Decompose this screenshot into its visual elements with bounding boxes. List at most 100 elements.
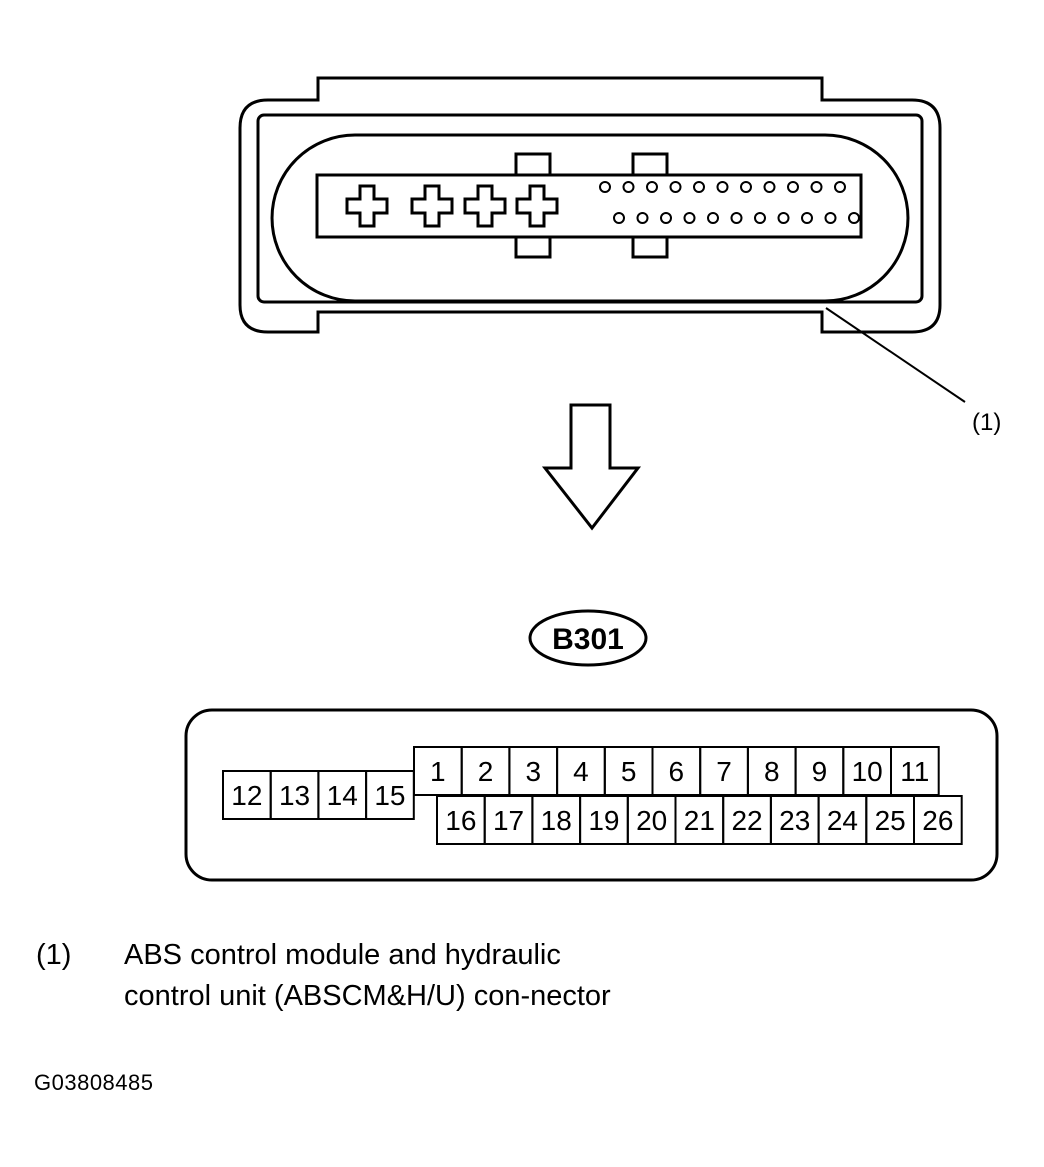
pin-cell: 6 bbox=[651, 746, 702, 796]
connector-id-badge: B301 bbox=[528, 609, 648, 667]
pin-cell: 21 bbox=[674, 795, 725, 845]
power-terminal-icon bbox=[463, 184, 507, 228]
pin-number: 19 bbox=[588, 805, 619, 836]
pin-number: 23 bbox=[779, 805, 810, 836]
pin-number: 5 bbox=[621, 756, 637, 787]
pin-number: 15 bbox=[374, 780, 405, 811]
legend-number: (1) bbox=[36, 939, 72, 971]
pin-number: 10 bbox=[852, 756, 883, 787]
pin-number: 20 bbox=[636, 805, 667, 836]
pin-number: 22 bbox=[731, 805, 762, 836]
pin-cell: 10 bbox=[842, 746, 892, 796]
signal-pin bbox=[636, 212, 649, 224]
signal-pin bbox=[834, 181, 846, 193]
pin-cell: 20 bbox=[626, 795, 677, 845]
down-arrow bbox=[541, 403, 642, 531]
power-terminal-icon bbox=[410, 184, 454, 228]
pin-cell: 24 bbox=[817, 795, 868, 845]
legend-text: ABS control module and hydraulic control… bbox=[124, 939, 611, 1012]
pin-cell: 8 bbox=[746, 746, 797, 796]
connector-housing bbox=[238, 76, 942, 334]
pin-number: 24 bbox=[827, 805, 858, 836]
signal-pin bbox=[824, 212, 837, 224]
pin-number: 16 bbox=[445, 805, 476, 836]
signal-pin bbox=[599, 181, 611, 193]
pin-cell: 14 bbox=[317, 770, 368, 820]
lock-tab-top-right bbox=[631, 152, 669, 177]
pin-cell: 1 bbox=[413, 746, 463, 796]
pin-number: 11 bbox=[900, 756, 929, 787]
signal-pin bbox=[693, 181, 705, 193]
signal-pin bbox=[646, 181, 658, 193]
housing-outer-shell bbox=[238, 76, 942, 334]
signal-pin bbox=[613, 212, 625, 224]
pin-number: 4 bbox=[573, 756, 589, 787]
pin-number: 14 bbox=[327, 780, 358, 811]
pin-number: 2 bbox=[478, 756, 494, 787]
housing-oval-recess bbox=[270, 133, 910, 303]
signal-pin bbox=[754, 212, 766, 224]
connector-id-text: B301 bbox=[552, 623, 624, 656]
pin-number: 13 bbox=[279, 780, 310, 811]
pin-cell: 22 bbox=[722, 795, 772, 845]
pin-number: 17 bbox=[493, 805, 524, 836]
pin-cell: 16 bbox=[436, 795, 486, 845]
signal-pin bbox=[801, 212, 813, 224]
signal-pin bbox=[683, 212, 696, 224]
power-terminal-icon bbox=[515, 184, 559, 228]
pin-cell: 7 bbox=[699, 746, 749, 796]
pin-cell: 11 bbox=[890, 746, 940, 796]
pin-number: 1 bbox=[430, 756, 446, 787]
housing-inner-frame bbox=[256, 113, 924, 304]
power-terminals bbox=[345, 184, 559, 228]
pin-cell: 12 bbox=[222, 770, 272, 820]
pin-cell: 15 bbox=[365, 770, 415, 820]
signal-pin bbox=[730, 212, 743, 224]
signal-pin bbox=[740, 181, 752, 193]
lock-tab-top-left bbox=[514, 152, 552, 177]
signal-pin bbox=[763, 181, 776, 193]
terminal-face bbox=[315, 173, 863, 239]
pin-cell-border bbox=[365, 770, 415, 820]
signal-pin bbox=[848, 212, 860, 224]
pin-number: 6 bbox=[669, 756, 685, 787]
pin-cell: 9 bbox=[794, 746, 845, 796]
pin-cell: 5 bbox=[603, 746, 654, 796]
pin-number: 9 bbox=[812, 756, 828, 787]
signal-pin bbox=[622, 181, 635, 193]
pin-number: 26 bbox=[922, 805, 953, 836]
pin-number: 25 bbox=[875, 805, 906, 836]
pin-cell: 26 bbox=[913, 795, 963, 845]
callout-label: (1) bbox=[972, 409, 1001, 436]
lock-tab-bottom-left bbox=[514, 235, 552, 259]
pin-cell: 19 bbox=[579, 795, 629, 845]
signal-pin bbox=[716, 181, 729, 193]
callout-leader-line bbox=[825, 307, 966, 403]
pin-cell: 18 bbox=[531, 795, 582, 845]
signal-pin bbox=[707, 212, 719, 224]
connector-id-oval bbox=[528, 609, 648, 667]
signal-pins bbox=[599, 181, 860, 224]
signal-pin bbox=[669, 181, 682, 193]
signal-pin bbox=[810, 181, 823, 193]
pin-cell: 2 bbox=[460, 746, 511, 796]
pin-cell: 4 bbox=[556, 746, 606, 796]
pin-cell: 13 bbox=[269, 770, 320, 820]
power-terminal-icon bbox=[345, 184, 389, 228]
figure-id: G03808485 bbox=[34, 1070, 154, 1095]
signal-pin bbox=[660, 212, 672, 224]
pin-cell: 17 bbox=[483, 795, 534, 845]
lock-tab-bottom-right bbox=[631, 235, 669, 259]
pin-number: 8 bbox=[764, 756, 780, 787]
pin-number: 21 bbox=[684, 805, 715, 836]
pin-cell-border bbox=[913, 795, 963, 845]
pin-cell: 23 bbox=[769, 795, 820, 845]
signal-pin bbox=[777, 212, 790, 224]
pin-cell: 3 bbox=[508, 746, 559, 796]
pinout-frame bbox=[184, 708, 999, 882]
pin-number: 18 bbox=[541, 805, 572, 836]
pin-number: 7 bbox=[716, 756, 732, 787]
